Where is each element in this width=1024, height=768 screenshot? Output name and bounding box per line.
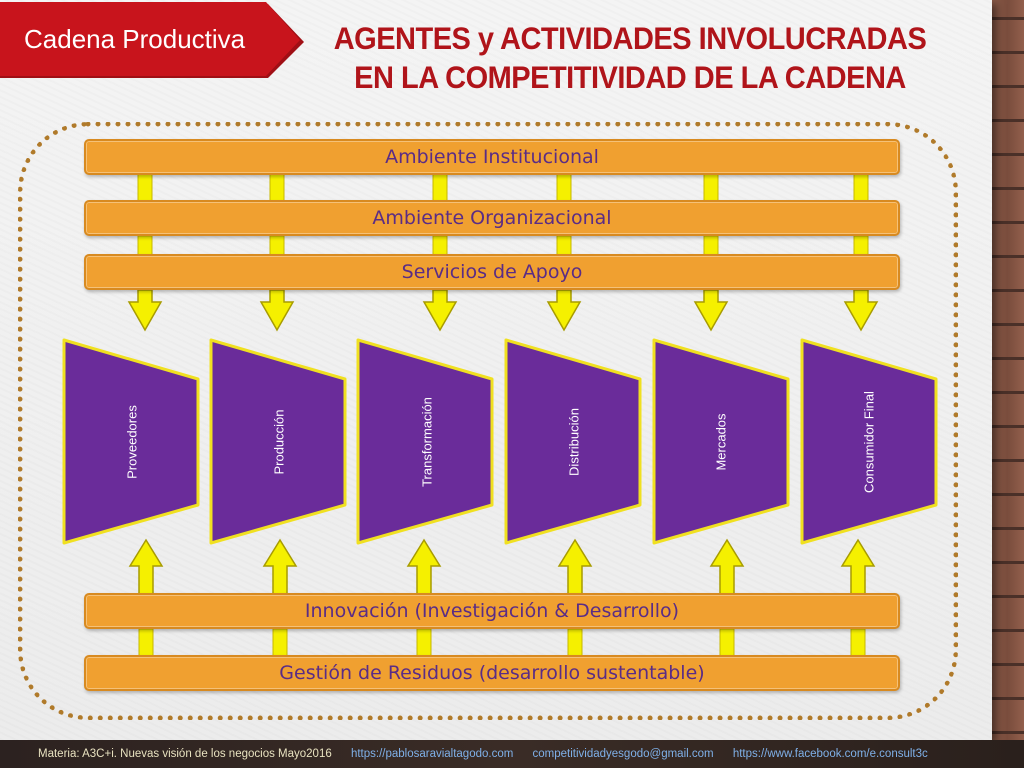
bar-gestion-de-residuos: Gestión de Residuos (desarrollo sustenta… [84,655,900,691]
up-arrow-1 [262,538,298,597]
bar-ambiente-organizacional: Ambiente Organizacional [84,200,900,236]
section-tag-label: Cadena Productiva [24,24,246,54]
bar-innovacion: Innovación (Investigación & Desarrollo) [84,593,900,629]
connector-top-5-a [853,173,869,203]
stage-shape-2 [356,338,494,545]
stage-label-mercados: Mercados [713,413,729,471]
stage-shape-4 [652,338,790,545]
connector-bottom-0 [138,628,154,658]
connector-bottom-2 [416,628,432,658]
connector-top-4-a [703,173,719,203]
connector-bottom-1 [272,628,288,658]
stage-label-consumidor-final: Consumidor Final [861,391,877,493]
stage-shape-0 [62,338,200,545]
bar-ambiente-institucional: Ambiente Institucional [84,139,900,175]
down-arrow-4 [693,289,729,332]
down-arrow-3 [546,289,582,332]
footer-strip [0,740,1024,768]
footer-link-email[interactable]: competitividadyesgodo@gmail.com [532,748,714,760]
connector-top-3-a [556,173,572,203]
title-line-2: EN LA COMPETITIVIDAD DE LA CADENA [354,61,906,96]
connector-bottom-5 [850,628,866,658]
up-arrow-5 [840,538,876,597]
connector-top-0-a [137,173,153,203]
connector-top-1-b [269,235,285,257]
page-title: AGENTES y ACTIVIDADES INVOLUCRADAS EN LA… [300,20,960,98]
down-arrow-2 [422,289,458,332]
dotted-frame [18,122,958,720]
connector-top-2-b [432,235,448,257]
footer-text: Materia: A3C+i. Nuevas visión de los neg… [38,748,988,766]
up-arrow-4 [709,538,745,597]
brick-wall-background [992,0,1024,768]
section-tag: Cadena Productiva [0,0,306,80]
title-line-1: AGENTES y ACTIVIDADES INVOLUCRADAS [333,22,927,57]
stage-shape-1 [209,338,347,545]
up-arrow-3 [557,538,593,597]
stage-label-distribucion: Distribución [566,408,582,476]
connector-top-1-a [269,173,285,203]
footer-link-facebook[interactable]: https://www.facebook.com/e.consult3c [732,748,928,760]
stage-shape-3 [504,338,642,545]
stage-label-proveedores: Proveedores [124,405,140,479]
stage-label-transformacion: Transformación [419,397,435,487]
down-arrow-1 [259,289,295,332]
up-arrow-0 [128,538,164,597]
stage-shape-5 [800,338,938,545]
bar-servicios-de-apoyo: Servicios de Apoyo [84,254,900,290]
down-arrow-5 [843,289,879,332]
connector-top-0-b [137,235,153,257]
stage-label-produccion: Producción [271,409,287,475]
up-arrow-2 [406,538,442,597]
connector-top-3-b [556,235,572,257]
connector-top-5-b [853,235,869,257]
connector-bottom-4 [719,628,735,658]
footer-course: Materia: A3C+i. Nuevas visión de los neg… [38,748,332,760]
connector-bottom-3 [567,628,583,658]
connector-top-2-a [432,173,448,203]
connector-top-4-b [703,235,719,257]
section-tag-shape [0,2,304,78]
down-arrow-0 [127,289,163,332]
footer-link-website[interactable]: https://pablosaravialtagodo.com [350,748,514,760]
